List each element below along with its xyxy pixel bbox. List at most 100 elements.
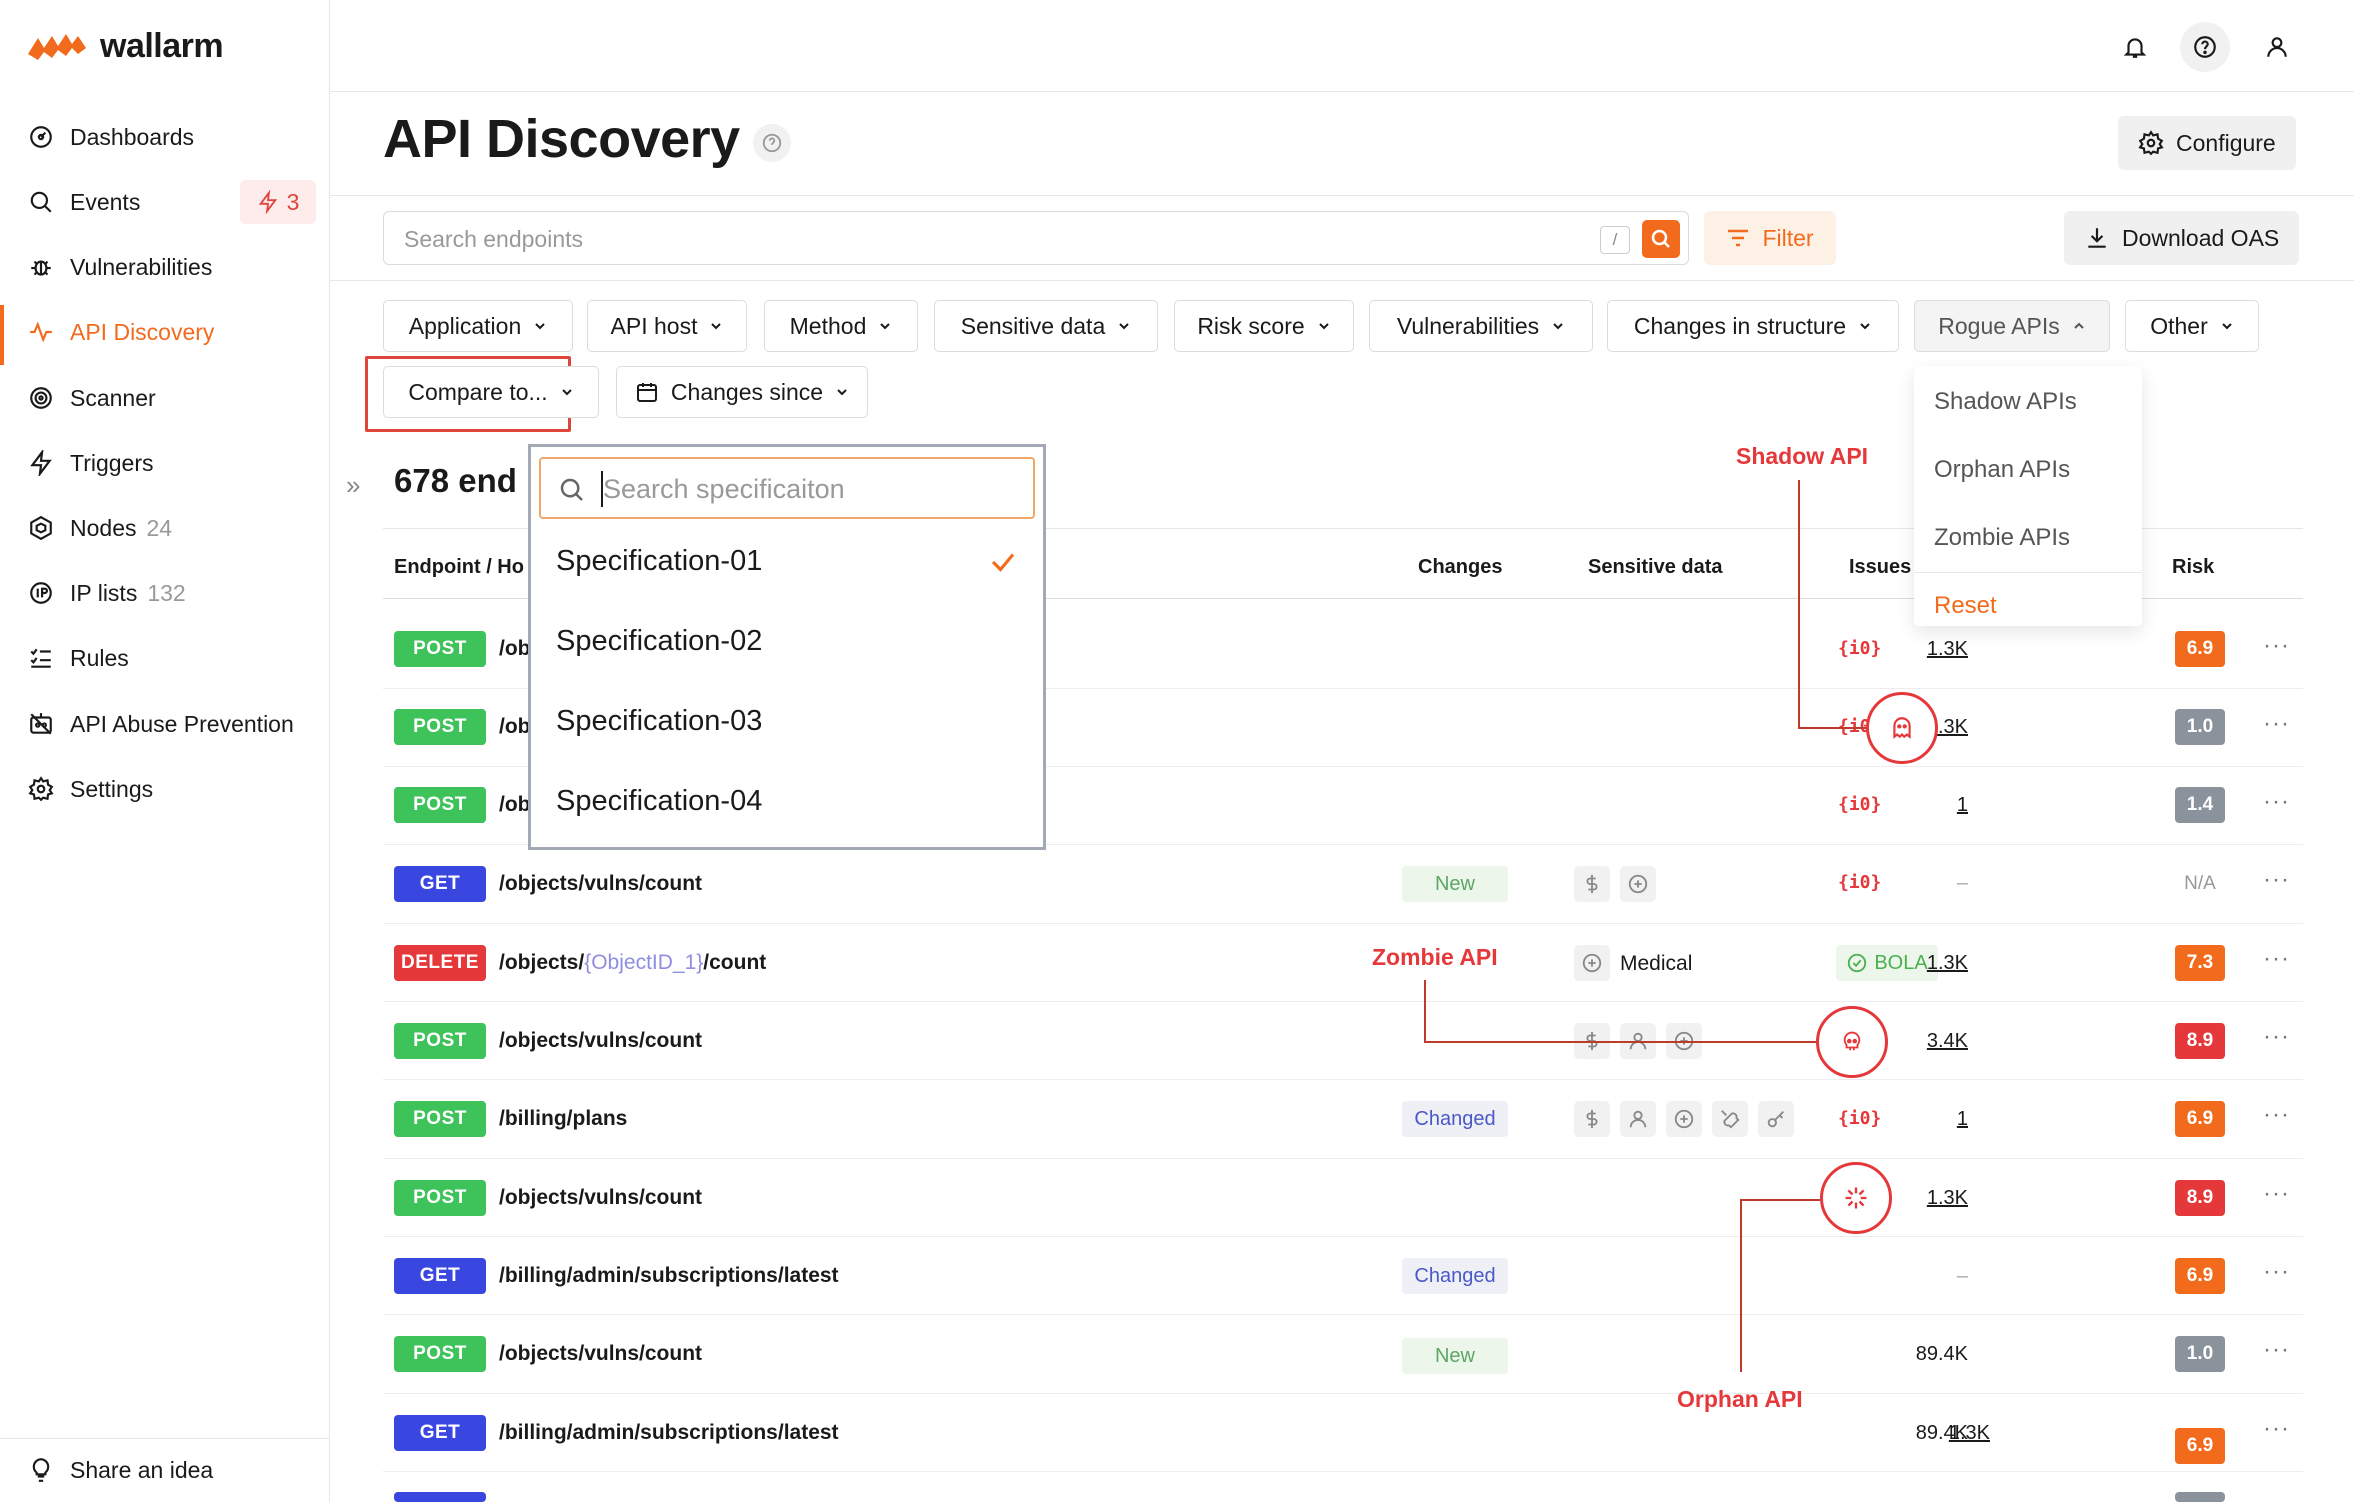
menu-item-zombie-apis[interactable]: Zombie APIs: [1934, 524, 2071, 551]
medical-icon: [1574, 945, 1610, 981]
more-actions-icon[interactable]: ···: [2263, 710, 2290, 737]
hits-count[interactable]: 3.4K: [1926, 1030, 1968, 1052]
filter-button[interactable]: Filter: [1704, 211, 1836, 265]
chip-label: Changes since: [670, 378, 824, 405]
chip-label: Changes in structure: [1633, 312, 1847, 339]
search-input[interactable]: [402, 222, 1552, 256]
sidebar-item-rules[interactable]: Rules: [28, 634, 318, 682]
risk-score: 6.9: [2175, 1101, 2225, 1137]
spec-search-input[interactable]: [601, 471, 1021, 507]
annotation-line: [1798, 480, 1800, 728]
endpoint-path[interactable]: /objects/vulns/count: [499, 1342, 703, 1365]
endpoint-path[interactable]: /objects/vulns/count: [499, 1186, 703, 1209]
sidebar-item-dashboards[interactable]: Dashboards: [28, 113, 318, 161]
change-badge: Changed: [1402, 1101, 1508, 1137]
chip-changes-in-structure[interactable]: Changes in structure: [1607, 300, 1899, 352]
annotation-line: [1424, 1041, 1816, 1043]
sidebar-item-api-abuse-prevention[interactable]: API Abuse Prevention: [28, 700, 318, 748]
title-help-icon[interactable]: [753, 124, 791, 162]
wallarm-logo[interactable]: wallarm: [28, 24, 224, 68]
row-divider: [383, 1079, 2303, 1080]
notifications-button[interactable]: [2110, 22, 2160, 72]
change-badge: Changed: [1402, 1258, 1508, 1294]
gear-icon: [28, 776, 54, 802]
events-count-badge: 3: [240, 180, 316, 224]
sidebar-item-scanner[interactable]: Scanner: [28, 374, 318, 422]
hits-count[interactable]: 1.3K: [1926, 1187, 1968, 1209]
sidebar-item-ip-lists[interactable]: IP lists 132: [28, 569, 318, 617]
method-badge: POST: [394, 1101, 486, 1137]
wrench-icon: [1712, 1101, 1748, 1137]
chip-risk-score[interactable]: Risk score: [1174, 300, 1354, 352]
changes-since-dropdown[interactable]: Changes since: [616, 366, 868, 418]
method-badge: POST: [394, 787, 486, 823]
sidebar-item-triggers[interactable]: Triggers: [28, 439, 318, 487]
configure-button[interactable]: Configure: [2118, 116, 2296, 170]
row-divider: [383, 1314, 2303, 1315]
chip-method[interactable]: Method: [764, 300, 918, 352]
chip-application[interactable]: Application: [383, 300, 573, 352]
spec-option[interactable]: Specification-03: [556, 705, 763, 737]
col-changes: Changes: [1418, 556, 1503, 578]
endpoint-path[interactable]: /objects/{ObjectID_1}/count: [499, 951, 766, 975]
endpoint-path[interactable]: /ob: [499, 793, 531, 816]
more-actions-icon[interactable]: ···: [2263, 1415, 2290, 1442]
chip-rogue-apis[interactable]: Rogue APIs: [1914, 300, 2110, 352]
more-actions-icon[interactable]: ···: [2263, 1101, 2290, 1128]
more-actions-icon[interactable]: ···: [2263, 632, 2290, 659]
compare-to-dropdown[interactable]: Compare to...: [383, 366, 599, 418]
hits-count[interactable]: 1.3K: [1926, 638, 1968, 660]
hits-count[interactable]: 1: [1956, 794, 1968, 816]
sidebar-item-events[interactable]: Events: [28, 178, 318, 226]
hits-count[interactable]: 1.3K: [1926, 952, 1968, 974]
issue-count[interactable]: 1.3K: [1948, 1422, 1990, 1444]
endpoint-path[interactable]: /ob: [499, 637, 531, 660]
collapse-icon[interactable]: »: [346, 470, 361, 500]
menu-item-shadow-apis[interactable]: Shadow APIs: [1934, 388, 2077, 415]
share-idea-link[interactable]: Share an idea: [28, 1446, 318, 1494]
pulse-icon: [30, 321, 52, 343]
row-divider: [383, 1236, 2303, 1237]
sidebar-item-api-discovery[interactable]: API Discovery: [28, 308, 318, 356]
endpoint-path[interactable]: /objects/vulns/count: [499, 872, 703, 895]
menu-item-orphan-apis[interactable]: Orphan APIs: [1934, 456, 2071, 483]
risk-score: N/A: [2184, 873, 2216, 894]
hits-count[interactable]: 1: [1956, 1108, 1968, 1130]
chip-api-host[interactable]: API host: [587, 300, 747, 352]
sidebar-item-settings[interactable]: Settings: [28, 765, 318, 813]
more-actions-icon[interactable]: ···: [2263, 945, 2290, 972]
help-button[interactable]: [2180, 22, 2230, 72]
more-actions-icon[interactable]: ···: [2263, 1180, 2290, 1207]
sidebar-item-vulnerabilities[interactable]: Vulnerabilities: [28, 243, 318, 291]
endpoint-path[interactable]: /billing/plans: [499, 1107, 628, 1130]
annotation-line: [1424, 980, 1426, 1042]
chip-vulnerabilities[interactable]: Vulnerabilities: [1369, 300, 1593, 352]
sidebar-item-nodes[interactable]: Nodes 24: [28, 504, 318, 552]
more-actions-icon[interactable]: ···: [2263, 788, 2290, 815]
key-icon: [1758, 1101, 1794, 1137]
rogue-apis-menu: Shadow APIs Orphan APIs Zombie APIs Rese…: [1914, 366, 2142, 626]
risk-score: 8.9: [2175, 1023, 2225, 1059]
more-actions-icon[interactable]: ···: [2263, 866, 2290, 893]
more-actions-icon[interactable]: ···: [2263, 1336, 2290, 1363]
sidebar-item-label: Events: [70, 188, 141, 215]
sidebar-item-label: IP lists: [70, 579, 138, 606]
search-button[interactable]: [1642, 220, 1680, 258]
spec-option[interactable]: Specification-04: [556, 785, 763, 817]
endpoint-path[interactable]: /billing/admin/subscriptions/latest: [499, 1264, 839, 1287]
endpoint-path[interactable]: /objects/vulns/count: [499, 1029, 703, 1052]
api-issue-icon: {i0}: [1838, 1108, 1882, 1129]
profile-button[interactable]: [2252, 22, 2302, 72]
chip-sensitive-data[interactable]: Sensitive data: [934, 300, 1158, 352]
menu-reset-button[interactable]: Reset: [1934, 592, 1997, 619]
spec-option[interactable]: Specification-02: [556, 625, 763, 657]
download-oas-button[interactable]: Download OAS: [2064, 211, 2300, 265]
more-actions-icon[interactable]: ···: [2263, 1258, 2290, 1285]
chip-other[interactable]: Other: [2125, 300, 2259, 352]
hits-count: 89.4K: [1915, 1343, 1968, 1365]
spec-option[interactable]: Specification-01: [556, 545, 763, 577]
more-actions-icon[interactable]: ···: [2263, 1023, 2290, 1050]
chevron-down-icon: [837, 389, 847, 396]
endpoint-path[interactable]: /billing/admin/subscriptions/latest: [499, 1421, 839, 1444]
endpoint-path[interactable]: /ob: [499, 715, 531, 738]
